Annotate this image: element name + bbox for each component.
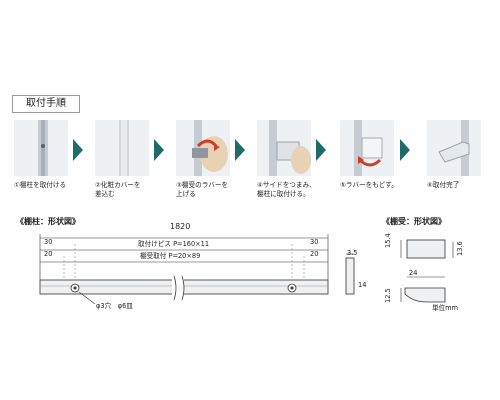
- step-5-photo: [340, 120, 394, 176]
- step-arrow-5: [400, 139, 410, 161]
- rubber-lift-image: [176, 120, 230, 176]
- bracket-height-right: 13.6: [456, 241, 464, 256]
- cover-insert-image: [95, 120, 149, 176]
- unit-label: 単位mm: [432, 304, 459, 312]
- step-6-caption: ⑥取付完了: [427, 181, 460, 189]
- pillar-total-length: 1820: [170, 222, 191, 231]
- bracket-height-outer: 15.4: [384, 233, 392, 248]
- pillar-right-offset-bottom: 20: [310, 250, 319, 258]
- pillar-left-offset-top: 30: [44, 238, 53, 246]
- step-2-caption: ②化粧カバーを 差込む: [95, 181, 141, 198]
- step-3-caption: ③棚受のラバーを 上げる: [176, 181, 229, 198]
- pillar-width: 14: [358, 281, 367, 289]
- step-arrow-1: [73, 139, 83, 161]
- step-5-caption: ⑤ラバーをもどす。: [340, 181, 398, 189]
- pillar-right-offset-top: 30: [310, 238, 319, 246]
- pillar-left-offset-bottom: 20: [44, 250, 53, 258]
- pillar-thickness: 3.5: [347, 249, 358, 257]
- step-arrow-3: [235, 139, 245, 161]
- step-6-photo: [427, 120, 481, 176]
- screw-pitch-label: 取付けピス P=160×11: [138, 240, 210, 248]
- pillar-section-title: 《棚柱：形状図》: [16, 217, 80, 226]
- rubber-return-image: [340, 120, 394, 176]
- bracket-section-title: 《棚受：形状図》: [382, 217, 446, 226]
- step-1-photo: [14, 120, 68, 176]
- hole-spec-label: φ3穴 φ6皿: [96, 302, 133, 310]
- step-3-photo: [176, 120, 230, 176]
- bracket-attach-image: [257, 120, 311, 176]
- step-4-caption: ④サイドをつまみ、 棚柱に取付ける。: [257, 181, 316, 198]
- bracket-pitch-label: 棚受取付 P=20×89: [140, 252, 201, 260]
- bracket-drawing: [400, 239, 454, 303]
- bracket-depth: 24: [409, 269, 418, 277]
- step-2-photo: [95, 120, 149, 176]
- pillar-drawing: [39, 234, 355, 305]
- step-1-caption: ①棚柱を取付ける: [14, 181, 67, 189]
- bracket-lower-height: 12.5: [384, 288, 392, 303]
- step-arrow-2: [154, 139, 164, 161]
- pillar-mount-image: [14, 120, 68, 176]
- procedure-title: 取付手順: [12, 95, 80, 113]
- step-4-photo: [257, 120, 311, 176]
- installed-bracket-image: [427, 120, 481, 176]
- step-arrow-4: [316, 139, 326, 161]
